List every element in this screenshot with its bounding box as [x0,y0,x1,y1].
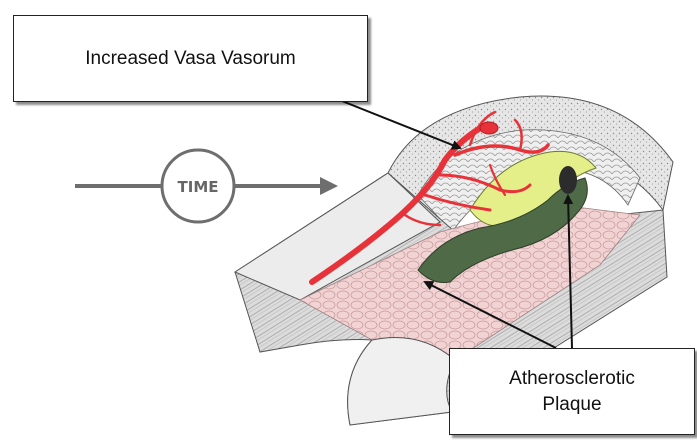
vasa-vasorum-label: Increased Vasa Vasorum [85,46,296,72]
arrow-right-icon [320,177,338,195]
lumen-opening [348,338,455,426]
plaque-label-line2: Plaque [542,392,601,418]
vasa-vasorum-label-box: Increased Vasa Vasorum [13,15,368,102]
plaque-label-line1: Atherosclerotic [509,366,635,392]
vasa-vessel-end [480,122,498,134]
plaque-lumen-shadow [559,166,577,194]
time-arrow: TIME [75,150,338,222]
time-label: TIME [178,178,219,196]
plaque-label-box: Atherosclerotic Plaque [449,348,695,435]
